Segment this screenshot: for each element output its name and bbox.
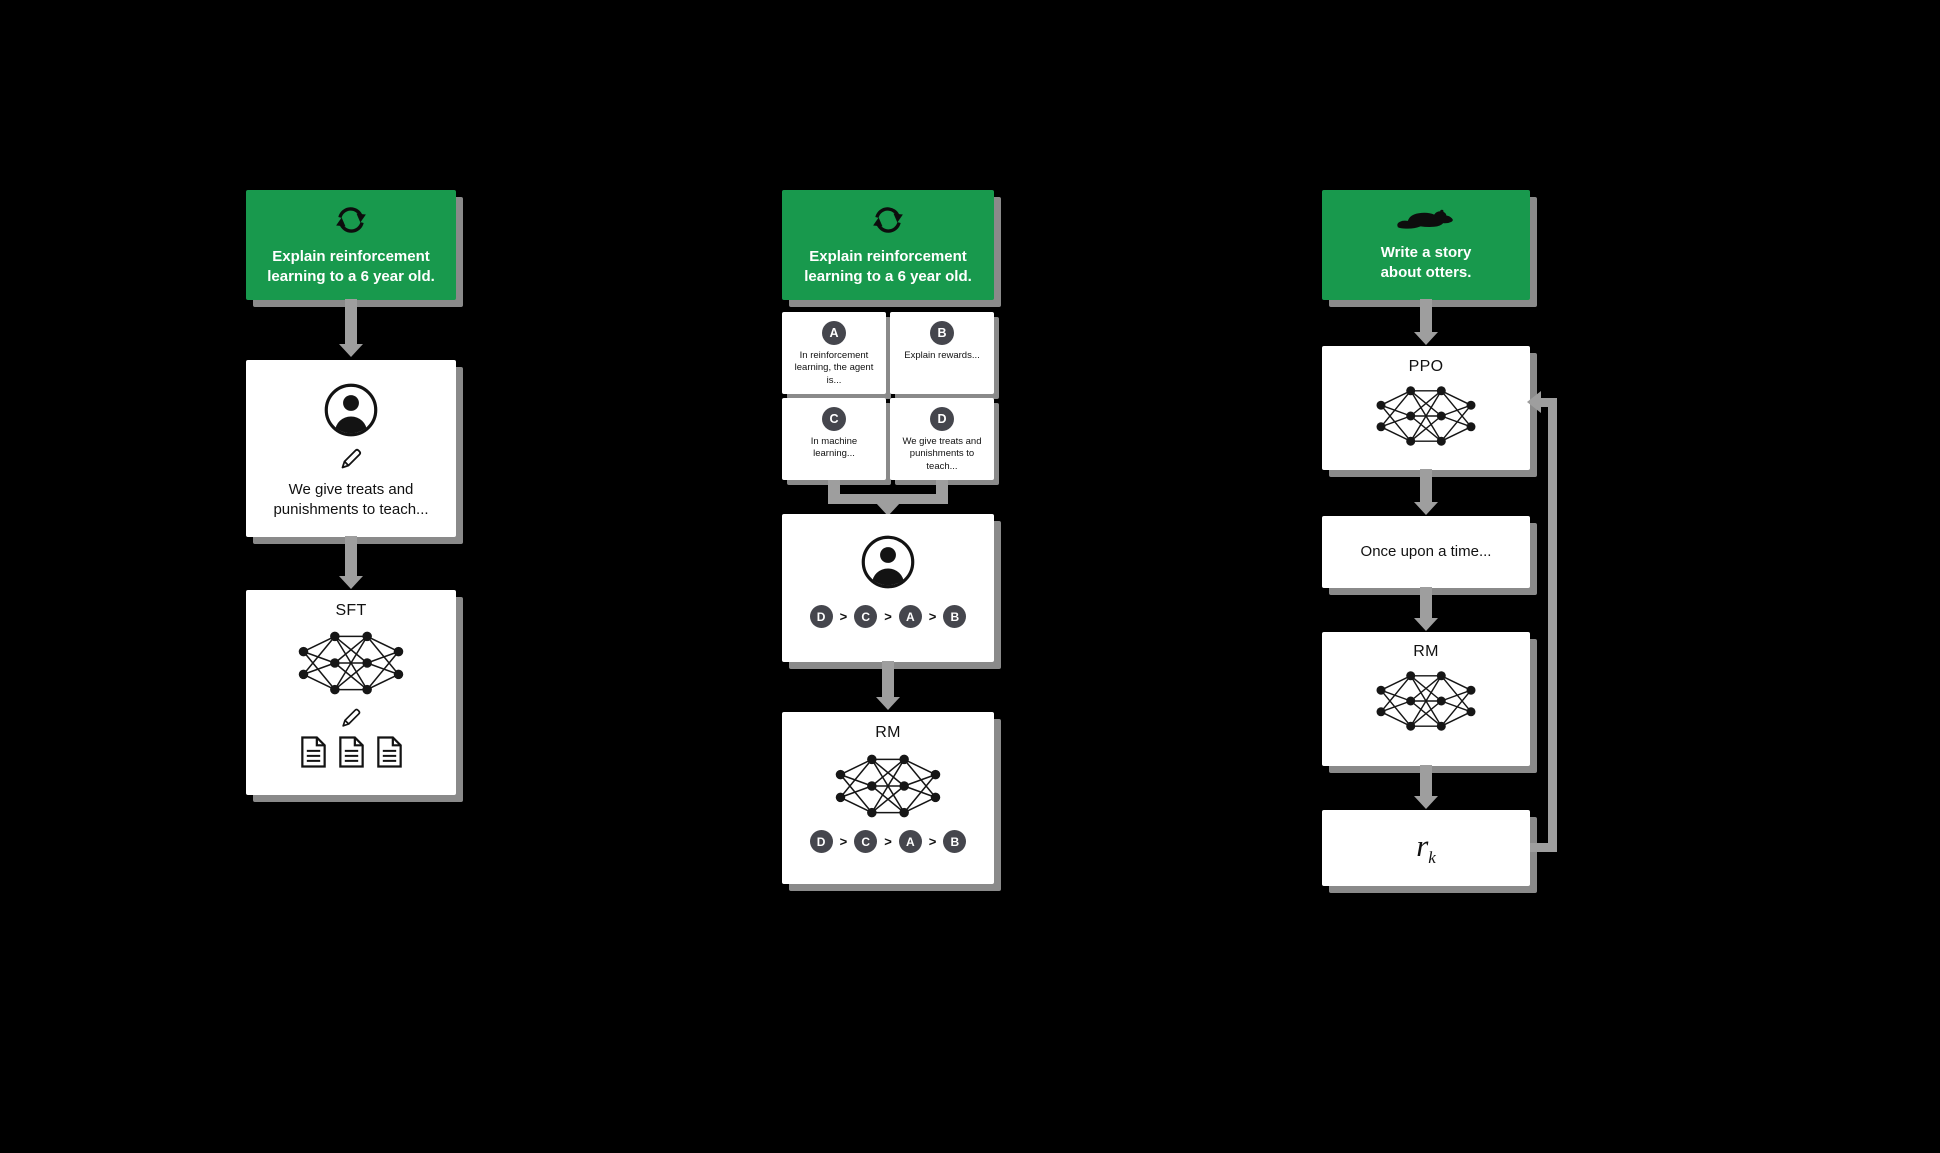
ppo-policy-card: PPO bbox=[1322, 346, 1530, 470]
rank-badge: B bbox=[943, 830, 967, 853]
reward-model-scoring-card: RM bbox=[1322, 632, 1530, 766]
neural-network-icon bbox=[1375, 385, 1477, 447]
answer-text: We give treats and punishments to teach.… bbox=[902, 436, 982, 472]
feedback-loop-segment bbox=[1548, 398, 1557, 852]
greater-than: > bbox=[884, 834, 892, 849]
greater-than: > bbox=[839, 834, 848, 849]
model-label: RM bbox=[875, 724, 901, 741]
pencil-icon bbox=[341, 448, 362, 469]
document-icon bbox=[300, 736, 326, 768]
flow-arrowhead bbox=[876, 697, 900, 710]
feedback-loop-segment bbox=[1530, 843, 1557, 852]
flow-arrow bbox=[345, 536, 357, 576]
ranking-row: D > C > A > B bbox=[809, 830, 967, 853]
demonstration-text: We give treats and punishments to teach.… bbox=[273, 481, 429, 519]
model-label: PPO bbox=[1408, 358, 1444, 375]
answer-card-b: B Explain rewards... bbox=[890, 312, 994, 394]
prompt-text: Write a story about otters. bbox=[1380, 244, 1472, 281]
flow-connector bbox=[936, 480, 948, 495]
model-output-card: Once upon a time... bbox=[1322, 516, 1530, 588]
flow-arrowhead bbox=[339, 576, 363, 589]
answer-badge: A bbox=[822, 321, 846, 345]
output-text: Once upon a time... bbox=[1360, 542, 1492, 560]
prompt-card-sft: Explain reinforcement learning to a 6 ye… bbox=[246, 190, 456, 300]
answer-badge: C bbox=[822, 407, 846, 431]
labeler-ranking-card: D > C > A > B bbox=[782, 514, 994, 662]
feedback-loop-segment bbox=[1541, 398, 1557, 407]
sft-model-card: SFT bbox=[246, 590, 456, 795]
greater-than: > bbox=[928, 834, 937, 849]
flow-arrow bbox=[1420, 587, 1432, 618]
greater-than: > bbox=[839, 609, 848, 624]
model-label: RM bbox=[1413, 643, 1439, 660]
flow-arrow bbox=[345, 299, 357, 344]
feedback-loop-arrowhead bbox=[1527, 391, 1541, 413]
prompt-text: Explain reinforcement learning to a 6 ye… bbox=[804, 248, 972, 285]
document-icon bbox=[376, 736, 402, 768]
answer-text: In machine learning... bbox=[810, 436, 858, 460]
flow-arrowhead bbox=[1414, 332, 1438, 345]
answer-text: In reinforcement learning, the agent is.… bbox=[794, 350, 874, 386]
reward-value-card: rk bbox=[1322, 810, 1530, 886]
labeler-demonstration-card: We give treats and punishments to teach.… bbox=[246, 360, 456, 537]
rank-badge: C bbox=[854, 830, 878, 853]
cycle-icon bbox=[871, 207, 905, 233]
rank-badge: A bbox=[898, 605, 922, 628]
document-icon bbox=[338, 736, 364, 768]
flow-arrow bbox=[1420, 765, 1432, 796]
model-label: SFT bbox=[335, 602, 367, 619]
flow-arrowhead bbox=[1414, 618, 1438, 631]
cycle-icon bbox=[334, 207, 368, 233]
flow-arrow bbox=[882, 661, 894, 697]
answer-card-d: D We give treats and punishments to teac… bbox=[890, 398, 994, 480]
person-icon bbox=[860, 534, 916, 590]
rank-badge: D bbox=[809, 605, 833, 628]
person-icon bbox=[323, 382, 379, 438]
neural-network-icon bbox=[1375, 670, 1477, 732]
flow-arrow bbox=[1420, 469, 1432, 502]
answer-badge: B bbox=[930, 321, 954, 345]
rank-badge: B bbox=[943, 605, 967, 628]
pencil-icon bbox=[342, 708, 361, 727]
otter-icon bbox=[1397, 209, 1453, 229]
flow-connector bbox=[828, 480, 840, 495]
rank-badge: C bbox=[854, 605, 878, 628]
rank-badge: A bbox=[898, 830, 922, 853]
answer-badge: D bbox=[930, 407, 954, 431]
ranking-row: D > C > A > B bbox=[809, 605, 967, 628]
answer-text: Explain rewards... bbox=[904, 350, 980, 361]
reward-model-card: RM D > C > A > B bbox=[782, 712, 994, 884]
answer-card-c: C In machine learning... bbox=[782, 398, 886, 480]
neural-network-icon bbox=[297, 630, 405, 696]
prompt-text: Explain reinforcement learning to a 6 ye… bbox=[267, 248, 435, 285]
prompt-card-ppo: Write a story about otters. bbox=[1322, 190, 1530, 300]
training-documents bbox=[299, 735, 404, 769]
flow-arrowhead bbox=[1414, 502, 1438, 515]
flow-arrowhead bbox=[1414, 796, 1438, 809]
greater-than: > bbox=[884, 609, 892, 624]
prompt-card-rm: Explain reinforcement learning to a 6 ye… bbox=[782, 190, 994, 300]
flow-arrow bbox=[1420, 299, 1432, 332]
answer-card-a: A In reinforcement learning, the agent i… bbox=[782, 312, 886, 394]
flow-arrowhead bbox=[339, 344, 363, 357]
flow-connector bbox=[828, 494, 948, 504]
neural-network-icon bbox=[834, 753, 942, 819]
reward-symbol: rk bbox=[1416, 827, 1436, 868]
rank-badge: D bbox=[809, 830, 833, 853]
greater-than: > bbox=[928, 609, 937, 624]
flow-arrowhead bbox=[876, 503, 900, 516]
